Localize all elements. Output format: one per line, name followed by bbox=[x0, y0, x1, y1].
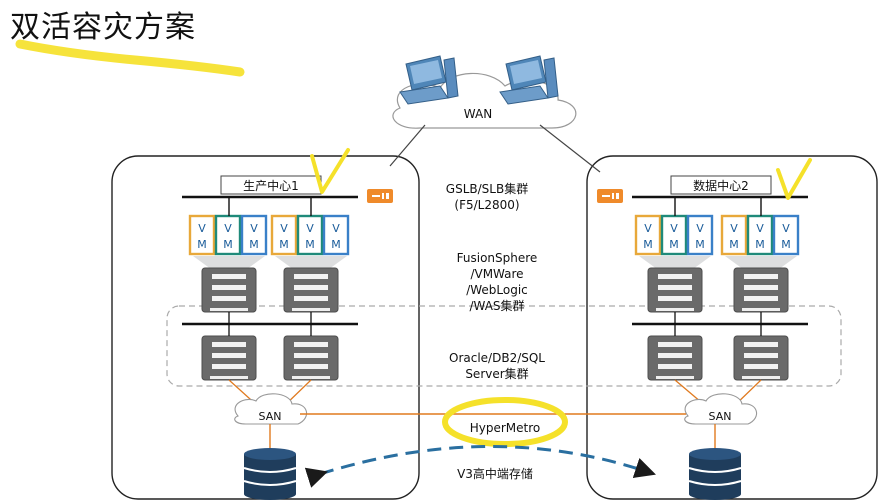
title-highlight-stroke bbox=[15, 39, 245, 77]
vm-box: VM bbox=[634, 214, 662, 256]
storage-caption: V3高中端存储 bbox=[457, 466, 533, 481]
lb-cluster-line: (F5/L2800) bbox=[454, 198, 519, 212]
storage-layer bbox=[243, 448, 742, 500]
vm-letter-v: V bbox=[198, 222, 206, 235]
db-server-icon bbox=[647, 335, 703, 381]
hypermetro-highlight-ring bbox=[442, 397, 568, 447]
wan-label: WAN bbox=[464, 107, 492, 121]
vm-box: VM bbox=[660, 214, 688, 256]
checkmark-icon bbox=[776, 158, 812, 200]
vm-letter-v: V bbox=[250, 222, 258, 235]
vm-letter-m: M bbox=[305, 238, 315, 251]
db-server-icon bbox=[201, 335, 257, 381]
san-cloud-left bbox=[234, 393, 308, 425]
vm-letter-m: M bbox=[279, 238, 289, 251]
vm-letter-v: V bbox=[670, 222, 678, 235]
wan-link-right bbox=[539, 124, 601, 173]
vm-letter-m: M bbox=[729, 238, 739, 251]
vm-letter-v: V bbox=[224, 222, 232, 235]
vm-box: VM bbox=[270, 214, 298, 256]
db-server-icon bbox=[283, 335, 339, 381]
vm-letter-m: M bbox=[781, 238, 791, 251]
vm-letter-m: M bbox=[695, 238, 705, 251]
vm-letter-v: V bbox=[782, 222, 790, 235]
vm-box: VM bbox=[746, 214, 774, 256]
app-cluster-line: /WAS集群 bbox=[469, 298, 524, 313]
vm-box: VM bbox=[296, 214, 324, 256]
checkmark-icon bbox=[310, 148, 350, 194]
vm-letter-m: M bbox=[249, 238, 259, 251]
san-label-left: SAN bbox=[259, 410, 282, 423]
db-cluster-line: Oracle/DB2/SQL bbox=[449, 351, 545, 365]
app-server-icon bbox=[201, 267, 257, 313]
db-cluster-frame bbox=[166, 305, 842, 387]
replication-arc bbox=[304, 445, 656, 488]
vm-box: VM bbox=[322, 214, 350, 256]
vm-letter-v: V bbox=[756, 222, 764, 235]
vm-box: VM bbox=[188, 214, 216, 256]
db-cluster-line: Server集群 bbox=[465, 366, 528, 381]
storage-array-icon bbox=[243, 448, 297, 500]
san-label-right: SAN bbox=[709, 410, 732, 423]
vm-letter-m: M bbox=[643, 238, 653, 251]
app-cluster-line: /VMWare bbox=[470, 267, 523, 281]
vm-box: VM bbox=[772, 214, 800, 256]
vm-letter-v: V bbox=[644, 222, 652, 235]
load-balancer-icon bbox=[367, 189, 393, 203]
wan-link-left bbox=[389, 124, 426, 167]
site-label-right: 数据中心2 bbox=[693, 178, 749, 193]
site-frame-left bbox=[111, 155, 420, 500]
site-label-left: 生产中心1 bbox=[243, 178, 299, 193]
load-balancer-icon bbox=[597, 189, 623, 203]
site-label-box-right bbox=[670, 175, 772, 195]
vm-letter-m: M bbox=[669, 238, 679, 251]
vm-letter-v: V bbox=[730, 222, 738, 235]
vm-letter-v: V bbox=[332, 222, 340, 235]
lb-cluster-line: GSLB/SLB集群 bbox=[446, 181, 528, 196]
app-cluster-line: /WebLogic bbox=[466, 283, 528, 297]
vm-letter-v: V bbox=[696, 222, 704, 235]
vm-box: VM bbox=[686, 214, 714, 256]
vm-letter-v: V bbox=[306, 222, 314, 235]
vm-letter-v: V bbox=[280, 222, 288, 235]
vm-letter-m: M bbox=[223, 238, 233, 251]
vm-letter-m: M bbox=[755, 238, 765, 251]
app-server-icon bbox=[283, 267, 339, 313]
vm-box: VM bbox=[720, 214, 748, 256]
app-cluster-line: FusionSphere bbox=[457, 251, 538, 265]
wan-workstation-icon bbox=[399, 55, 459, 105]
vm-box: VM bbox=[240, 214, 268, 256]
vm-letter-m: M bbox=[197, 238, 207, 251]
storage-array-icon bbox=[688, 448, 742, 500]
vm-box: VM bbox=[214, 214, 242, 256]
app-server-icon bbox=[647, 267, 703, 313]
wan-workstation-icon bbox=[499, 55, 559, 105]
app-server-icon bbox=[733, 267, 789, 313]
vm-letter-m: M bbox=[331, 238, 341, 251]
site-frame-right bbox=[586, 155, 878, 500]
san-cloud-right bbox=[684, 393, 758, 425]
hypermetro-label: HyperMetro bbox=[470, 421, 541, 435]
server-layer bbox=[182, 267, 808, 409]
db-server-icon bbox=[733, 335, 789, 381]
page-title: 双活容灾方案 bbox=[10, 10, 196, 45]
